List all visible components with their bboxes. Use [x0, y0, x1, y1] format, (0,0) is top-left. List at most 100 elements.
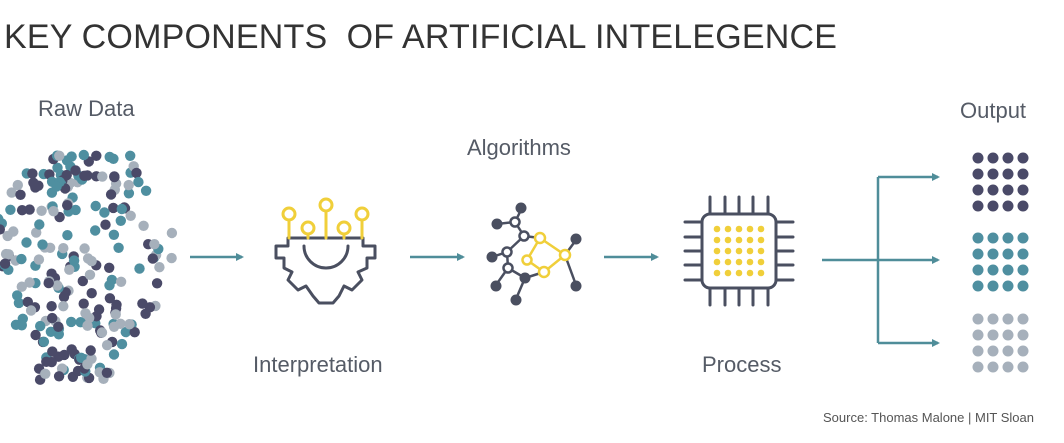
raw-data-dot — [24, 277, 35, 288]
chip-dot — [746, 236, 754, 244]
raw-data-dot — [80, 308, 91, 319]
raw-data-dot — [27, 168, 38, 179]
raw-data-dot — [166, 252, 177, 264]
raw-data-dot — [46, 301, 57, 312]
raw-data-dot — [46, 356, 57, 368]
raw-data-dot — [86, 288, 97, 299]
raw-data-dot — [0, 214, 4, 224]
raw-data-dot — [76, 352, 87, 363]
raw-data-dot — [108, 321, 120, 332]
output-grid-teal — [972, 232, 1029, 292]
raw-data-dot — [144, 302, 156, 313]
output-dot — [987, 232, 999, 244]
algorithms-network-icon — [486, 202, 582, 306]
chip-dot — [724, 225, 732, 233]
raw-data-dot — [138, 220, 149, 231]
source-credit: Source: Thomas Malone | MIT Sloan — [823, 410, 1034, 425]
output-dot — [987, 168, 999, 180]
raw-data-dot — [21, 237, 32, 248]
output-dot — [972, 345, 984, 357]
raw-data-dot — [64, 264, 75, 275]
chip-dot — [757, 225, 765, 233]
output-label: Output — [960, 98, 1027, 123]
output-dot — [1017, 248, 1029, 260]
raw-data-dot — [0, 258, 11, 269]
raw-data-dot — [77, 275, 89, 287]
raw-data-dot — [66, 344, 77, 355]
raw-data-dot — [90, 225, 101, 236]
output-dot — [1002, 152, 1014, 164]
raw-data-dot — [111, 299, 122, 310]
raw-data-dot — [62, 230, 73, 241]
algorithms-label: Algorithms — [467, 135, 571, 160]
chip-dot — [757, 258, 765, 266]
output-dot — [987, 280, 999, 292]
chip-dot — [713, 236, 721, 244]
raw-data-dot — [78, 298, 89, 309]
raw-data-dot — [22, 296, 33, 308]
raw-data-dot — [84, 269, 96, 280]
raw-data-dot — [108, 202, 119, 214]
raw-data-dot — [108, 349, 120, 360]
raw-data-dot — [104, 280, 115, 291]
output-dot — [987, 248, 999, 260]
output-dot — [1002, 232, 1014, 244]
raw-data-dot — [90, 200, 101, 212]
raw-data-dot — [0, 248, 12, 260]
raw-data-dot — [134, 263, 145, 274]
raw-data-dot — [40, 368, 51, 379]
output-dot — [987, 361, 999, 373]
process-chip-icon — [683, 195, 795, 307]
raw-data-dot — [96, 327, 108, 338]
chip-dot — [724, 236, 732, 244]
raw-data-dot — [58, 243, 69, 254]
raw-data-dot — [12, 179, 23, 191]
raw-data-dot — [108, 229, 120, 240]
output-dot — [972, 232, 984, 244]
raw-data-dot — [140, 185, 152, 196]
output-dot — [987, 329, 999, 341]
chip-dot — [746, 247, 754, 255]
output-dot — [972, 184, 984, 196]
output-dot — [1017, 329, 1029, 341]
chip-dot — [735, 225, 743, 233]
raw-data-dot — [5, 204, 16, 215]
raw-data-dot — [78, 149, 90, 161]
output-dot — [1017, 313, 1029, 325]
output-dot — [987, 313, 999, 325]
raw-data-dot — [166, 227, 178, 239]
chip-dot — [735, 258, 743, 266]
chip-dot — [746, 269, 754, 277]
chip-dot — [757, 236, 765, 244]
output-dot — [1017, 152, 1029, 164]
raw-data-dot — [16, 281, 27, 292]
chip-dot — [757, 269, 765, 277]
output-dot — [1017, 280, 1029, 292]
output-dot — [972, 152, 984, 164]
output-dot — [1002, 184, 1014, 196]
raw-data-dot — [79, 243, 90, 254]
output-dot — [972, 248, 984, 260]
raw-data-dot — [47, 346, 58, 357]
raw-data-dot — [36, 205, 47, 216]
output-dot — [987, 184, 999, 196]
raw-data-dot — [129, 327, 140, 338]
output-dot — [987, 152, 999, 164]
raw-data-dot — [35, 320, 46, 332]
raw-data-dot — [91, 150, 102, 161]
raw-data-dot — [85, 345, 96, 356]
output-grid-gray — [972, 313, 1029, 373]
output-dot — [987, 345, 999, 357]
raw-data-dot — [52, 280, 63, 291]
output-dot — [1002, 313, 1014, 325]
output-dot — [987, 264, 999, 276]
raw-data-dot — [113, 242, 124, 253]
output-dot — [1017, 184, 1029, 196]
output-dot — [1017, 345, 1029, 357]
page-title: KEY COMPONENTS OF ARTIFICIAL INTELEGENCE — [4, 18, 838, 56]
raw-data-dot — [45, 326, 57, 337]
output-dot — [1002, 248, 1014, 260]
chip-dot — [724, 269, 732, 277]
output-dot — [1002, 345, 1014, 357]
output-dot — [972, 264, 984, 276]
